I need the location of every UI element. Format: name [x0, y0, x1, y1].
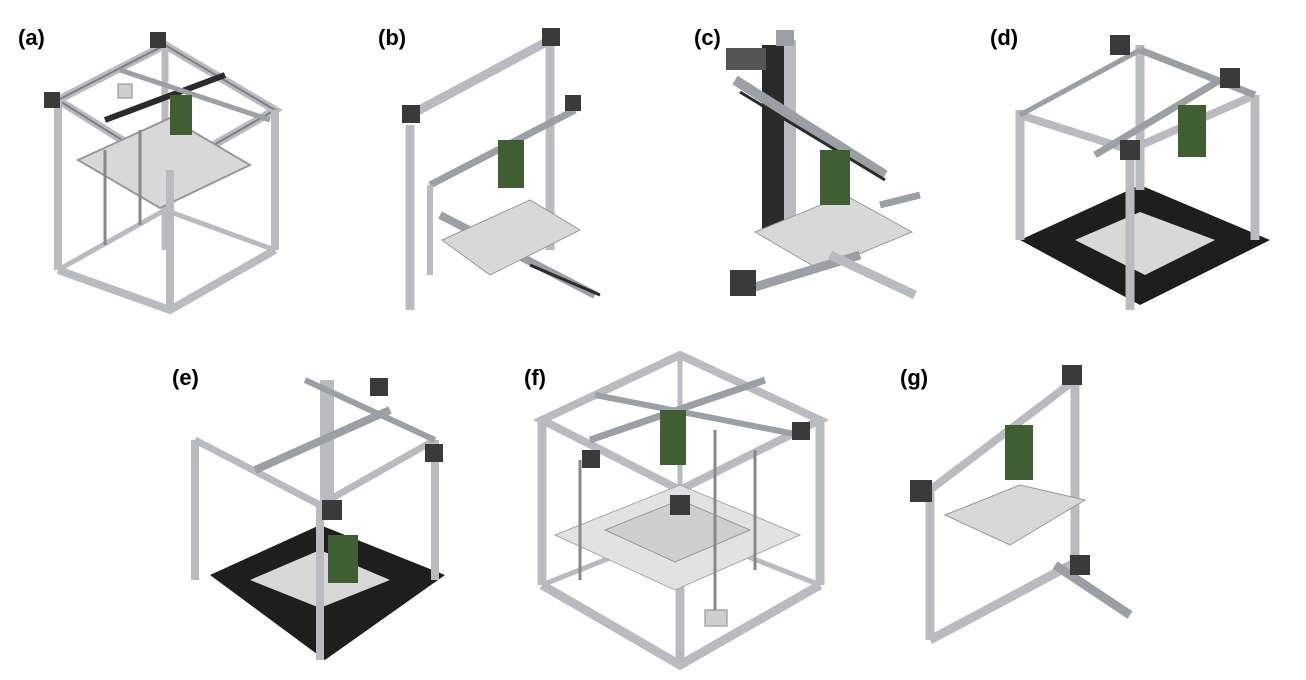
printer-g-illustration: [910, 365, 1133, 644]
panel-e-label: (e): [172, 365, 199, 390]
panel-b-label: (b): [378, 25, 407, 50]
panel-g-label: (g): [900, 365, 929, 390]
panel-d: (d): [980, 0, 1290, 330]
printer-e-illustration: [191, 377, 445, 660]
printer-a-illustration: [44, 32, 283, 315]
panel-c-label: (c): [694, 25, 721, 50]
panel-e: (e): [150, 340, 470, 675]
panel-a-label: (a): [18, 25, 45, 50]
panel-c: (c): [680, 0, 950, 330]
printer-b-illustration: [402, 28, 601, 310]
panel-d-label: (d): [990, 25, 1019, 50]
panel-f-label: (f): [524, 365, 546, 390]
panel-b: (b): [360, 0, 640, 330]
panel-g: (g): [890, 340, 1150, 675]
printer-c-illustration: [726, 30, 921, 300]
printer-d-illustration: [1015, 35, 1270, 310]
panel-a: (a): [0, 0, 300, 330]
panel-f: (f): [500, 340, 840, 675]
printer-f-illustration: [532, 350, 830, 671]
